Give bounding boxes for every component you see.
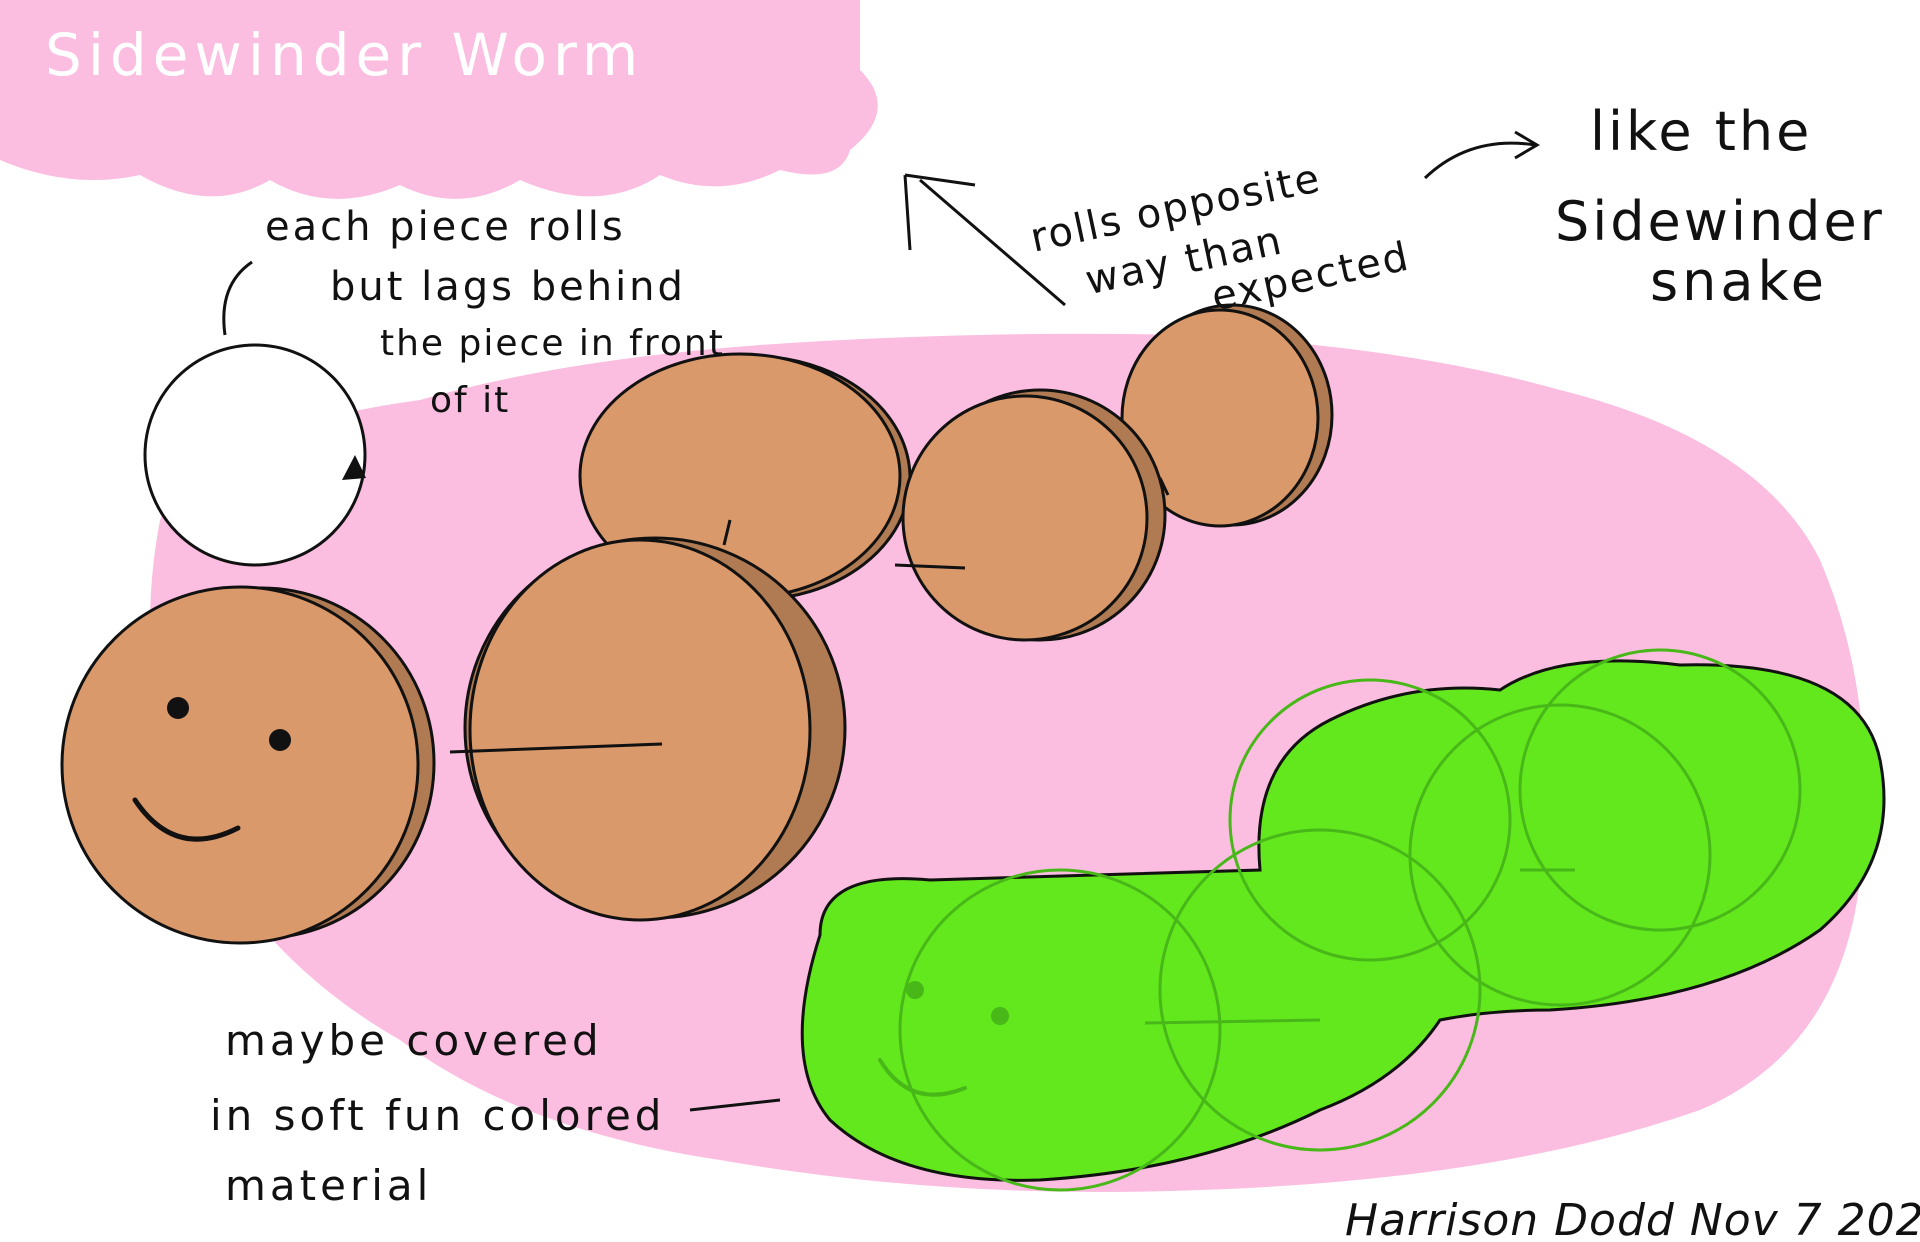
material-note-line-2: in soft fun colored — [210, 1091, 665, 1140]
roll-note-line-2: but lags behind — [330, 264, 686, 310]
worm-head — [60, 585, 436, 945]
material-note-line-1: maybe covered — [225, 1016, 603, 1065]
direction-arrow-icon — [903, 173, 1066, 307]
worm-disc — [1120, 303, 1334, 528]
page-title: Sidewinder Worm — [45, 21, 644, 89]
material-pointer-line — [689, 1098, 781, 1112]
rotation-circle-arrow-icon — [143, 260, 367, 567]
snake-note-line-1: like the — [1590, 100, 1812, 163]
snake-note: like the Sidewinder snake — [1555, 100, 1885, 313]
smile — [132, 797, 241, 842]
roll-note-line-1: each piece rolls — [265, 204, 626, 250]
eye-left — [167, 697, 189, 719]
green-eye-right — [991, 1007, 1009, 1025]
worm-disc — [894, 388, 1167, 642]
snake-note-line-3: snake — [1650, 250, 1828, 313]
pointer-arrow-icon — [1423, 130, 1540, 180]
roll-note: each piece rolls but lags behind the pie… — [265, 204, 725, 421]
title-cloud: Sidewinder Worm — [0, 0, 878, 199]
worm-disc — [449, 536, 847, 922]
brown-worm — [60, 303, 1334, 945]
roll-note-line-3: the piece in front — [380, 323, 725, 364]
material-note: maybe covered in soft fun colored materi… — [210, 1016, 665, 1210]
eye-right — [269, 729, 291, 751]
material-note-line-3: material — [225, 1161, 432, 1210]
green-eye-left — [906, 981, 924, 999]
green-smile — [878, 1058, 967, 1097]
green-worm — [800, 648, 1886, 1192]
signature: Harrison Dodd Nov 7 2022 — [1345, 1195, 1920, 1242]
roll-note-line-4: of it — [430, 380, 510, 421]
snake-note-line-2: Sidewinder — [1555, 190, 1885, 253]
